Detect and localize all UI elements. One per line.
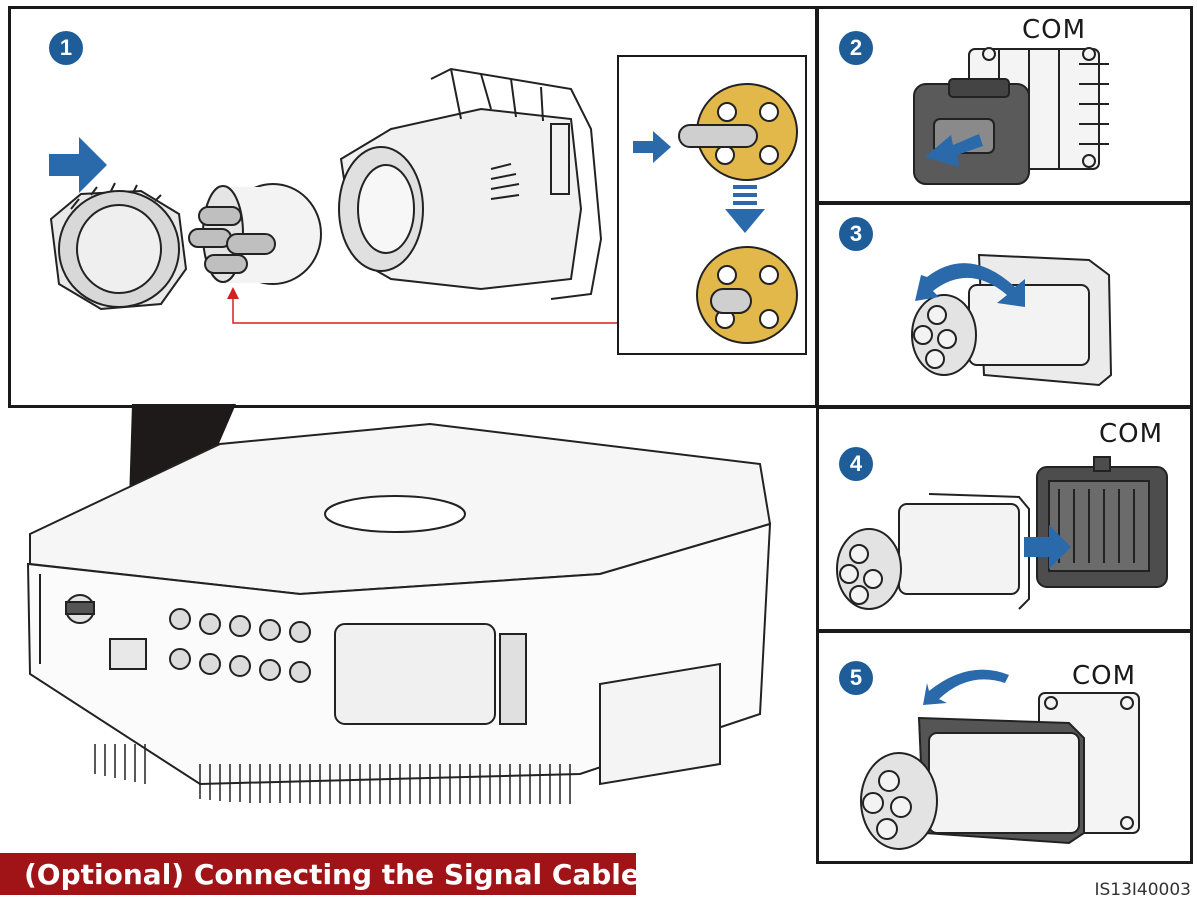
step-3-illustration bbox=[911, 253, 1113, 387]
step-3-badge: 3 bbox=[839, 217, 873, 251]
rotate-arrow-icon bbox=[915, 263, 1025, 307]
dust-cap-icon bbox=[913, 78, 1030, 185]
step-2-panel: 2 COM bbox=[816, 6, 1193, 204]
locking-nut-icon bbox=[49, 182, 188, 311]
signal-connector-icon bbox=[836, 493, 1030, 610]
step-5-panel: 5 COM bbox=[816, 630, 1193, 864]
step-5-illustration bbox=[860, 669, 1140, 850]
step-2-com-label: COM bbox=[1022, 15, 1087, 45]
step-4-panel: 4 COM bbox=[816, 406, 1193, 632]
step-3-panel: 3 bbox=[816, 202, 1193, 408]
step-1-illustration bbox=[49, 67, 617, 324]
step-4-badge: 4 bbox=[839, 447, 873, 481]
step-2-illustration bbox=[913, 47, 1109, 185]
down-arrow-icon bbox=[725, 185, 765, 233]
remove-arrow-icon bbox=[925, 134, 983, 167]
step-2-badge: 2 bbox=[839, 31, 873, 65]
seal-detail-inset bbox=[617, 55, 807, 355]
rotate-arrow-icon bbox=[923, 669, 1009, 705]
figure-id: IS13I40003 bbox=[1094, 880, 1191, 900]
seal-detail-illustration bbox=[633, 83, 798, 344]
figure-caption: (Optional) Connecting the Signal Cable bbox=[0, 853, 640, 895]
connected-connector-icon bbox=[860, 716, 1085, 850]
step-5-badge: 5 bbox=[839, 661, 873, 695]
seal-top-icon bbox=[678, 83, 798, 181]
connector-housing-icon bbox=[338, 67, 603, 300]
callout-line bbox=[232, 294, 617, 324]
com-socket-icon bbox=[1036, 456, 1168, 588]
push-arrow-icon bbox=[49, 137, 107, 193]
inverter-body-icon bbox=[26, 422, 772, 804]
step-1-panel: 1 bbox=[8, 6, 818, 408]
insert-arrow-icon bbox=[1024, 525, 1071, 569]
inverter-illustration bbox=[26, 404, 772, 804]
insert-arrow-icon bbox=[633, 131, 671, 163]
step-4-com-label: COM bbox=[1099, 419, 1164, 449]
step-1-badge: 1 bbox=[49, 31, 83, 65]
step-4-illustration bbox=[836, 456, 1168, 610]
seal-bottom-icon bbox=[696, 246, 798, 344]
callout-arrowhead-icon bbox=[227, 287, 239, 299]
cable-seal-icon bbox=[188, 183, 322, 285]
step-5-com-label: COM bbox=[1072, 661, 1137, 691]
